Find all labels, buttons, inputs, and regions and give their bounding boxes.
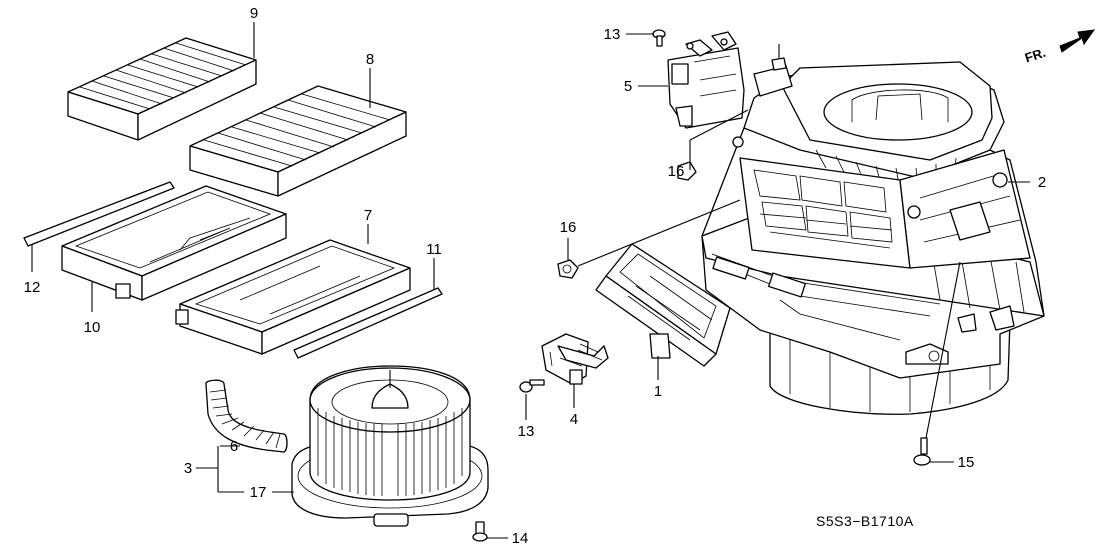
screw-13-lower [519, 379, 545, 393]
callout-7: 7 [364, 207, 372, 224]
hose-6 [205, 379, 288, 453]
blower-housing-2 [701, 44, 1045, 415]
screw-15 [913, 437, 931, 466]
resistor-4 [541, 333, 609, 385]
callout-3: 3 [184, 460, 192, 477]
filter-lid-10 [61, 185, 287, 301]
bracket-1 [595, 243, 731, 367]
callout-1: 1 [654, 383, 662, 400]
front-direction-arrow: FR. [1023, 29, 1096, 66]
callout-13-top: 13 [604, 26, 621, 43]
front-direction-label: FR. [1023, 45, 1048, 66]
leader-lines [31, 22, 1030, 539]
blower-fan-17 [291, 365, 489, 527]
callout-8: 8 [366, 51, 374, 68]
nut-16-upper [677, 161, 697, 181]
callout-15: 15 [958, 454, 975, 471]
filter-element-9 [67, 37, 257, 141]
seal-strip-12 [23, 181, 175, 247]
callout-10: 10 [84, 319, 101, 336]
callout-13-lower: 13 [518, 423, 535, 440]
actuator-5 [667, 31, 745, 129]
callout-6: 6 [230, 438, 238, 455]
callout-16-upper: 16 [668, 163, 685, 180]
callout-labels: 9 8 7 12 10 11 13 5 16 16 2 1 4 13 15 6 … [24, 5, 1047, 547]
callout-17: 17 [250, 484, 267, 501]
callout-4: 4 [570, 411, 578, 428]
callout-5: 5 [624, 78, 632, 95]
callout-11: 11 [426, 241, 442, 258]
filter-lid-7 [175, 239, 411, 355]
diagram-code: S5S3−B1710A [816, 513, 914, 529]
callout-9: 9 [250, 5, 258, 22]
callout-16-lower: 16 [560, 219, 577, 236]
screw-14 [472, 521, 488, 542]
screw-13-top [652, 29, 666, 47]
nut-16-lower [557, 259, 579, 279]
callout-14: 14 [512, 530, 529, 547]
callout-12: 12 [24, 279, 41, 296]
recirc-grille [753, 169, 893, 249]
filter-element-8 [189, 85, 407, 197]
seal-strip-11 [293, 287, 443, 359]
callout-2: 2 [1038, 174, 1046, 191]
